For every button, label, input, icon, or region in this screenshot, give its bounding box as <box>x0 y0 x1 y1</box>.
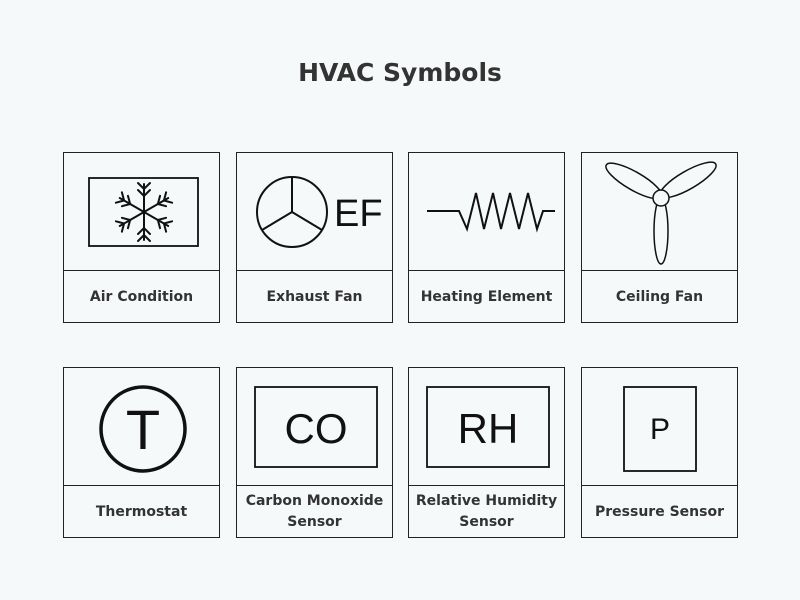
heating-element-zigzag-icon <box>409 153 564 271</box>
symbol-label: Exhaust Fan <box>266 288 363 305</box>
symbol-label: Carbon Monoxide Sensor <box>245 493 384 530</box>
symbol-label: Pressure Sensor <box>595 503 724 520</box>
symbol-label: Heating Element <box>420 288 553 305</box>
exhaust-fan-icon: EF <box>237 153 392 271</box>
symbol-card-pressure-sensor: P Pressure Sensor <box>581 367 738 538</box>
symbol-text: RH <box>458 405 519 452</box>
symbol-label: Thermostat <box>95 503 188 520</box>
symbol-label: Air Condition <box>89 288 194 305</box>
symbol-label: Relative Humidity Sensor <box>415 493 558 530</box>
rh-sensor-icon: RH <box>409 368 564 486</box>
symbol-text: P <box>650 413 670 446</box>
symbol-card-thermostat: T Thermostat <box>63 367 220 538</box>
symbol-card-ceiling-fan: Ceiling Fan <box>581 152 738 323</box>
symbol-card-heating-element: Heating Element <box>408 152 565 323</box>
symbol-card-exhaust-fan: EF Exhaust Fan <box>236 152 393 323</box>
symbol-card-carbon-monoxide-sensor: CO Carbon Monoxide Sensor <box>236 367 393 538</box>
symbol-text: CO <box>285 405 348 452</box>
symbol-card-relative-humidity-sensor: RH Relative Humidity Sensor <box>408 367 565 538</box>
co-sensor-icon: CO <box>237 368 392 486</box>
air-conditioner-snowflake-icon <box>64 153 219 271</box>
symbol-text: T <box>126 398 160 461</box>
symbol-label: Ceiling Fan <box>615 288 704 305</box>
pressure-sensor-icon: P <box>582 368 737 486</box>
thermostat-icon: T <box>64 368 219 486</box>
ceiling-fan-blades-icon <box>582 153 737 271</box>
page-title: HVAC Symbols <box>298 58 502 87</box>
symbol-text: EF <box>334 193 383 235</box>
symbol-card-air-condition: Air Condition <box>63 152 220 323</box>
